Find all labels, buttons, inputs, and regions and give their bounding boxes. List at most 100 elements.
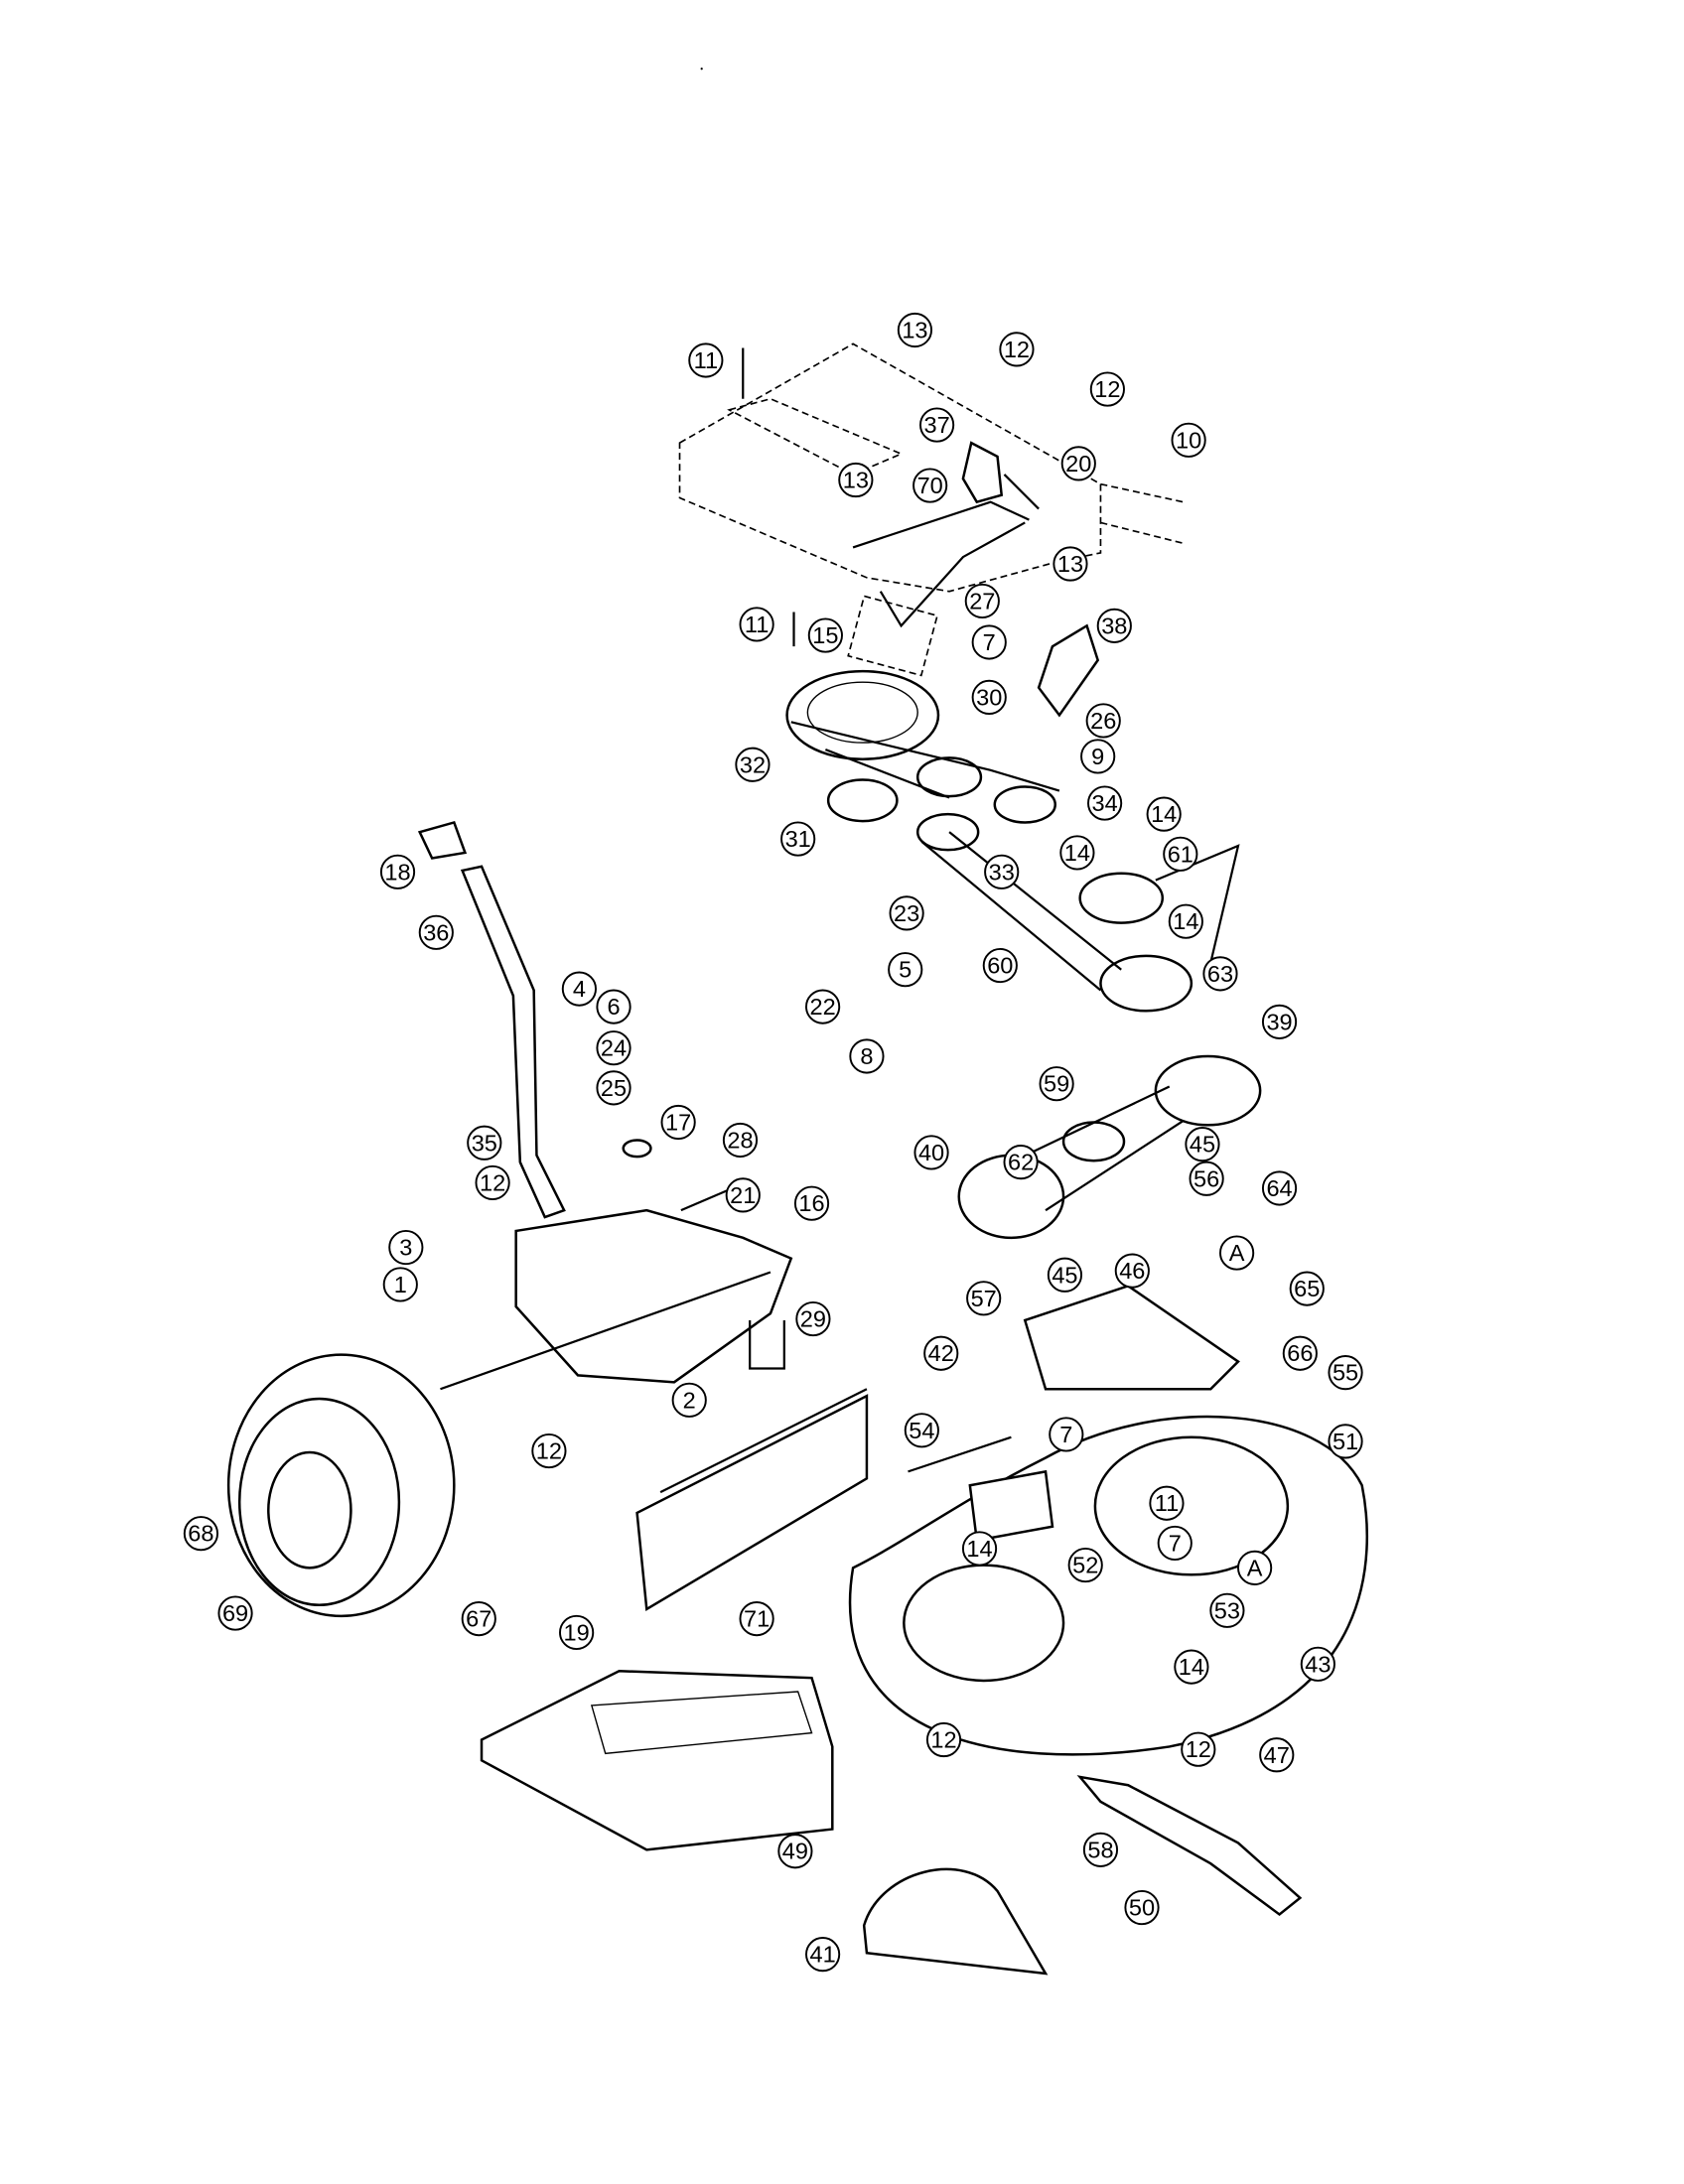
callout-label: 14 bbox=[1151, 801, 1177, 827]
callout-circle bbox=[688, 342, 724, 378]
callout-label: 62 bbox=[1008, 1150, 1034, 1175]
callout-60: 60 bbox=[982, 947, 1018, 984]
callout-57: 57 bbox=[966, 1281, 1002, 1316]
callout-1: 1 bbox=[382, 1267, 418, 1302]
callout-37: 37 bbox=[918, 407, 955, 443]
callout-label: 12 bbox=[1094, 376, 1120, 402]
callout-34: 34 bbox=[1087, 785, 1123, 821]
callout-circle bbox=[1157, 1525, 1193, 1562]
callout-label: 10 bbox=[1176, 427, 1201, 453]
callout-circle bbox=[1181, 1731, 1216, 1767]
callout-64: 64 bbox=[1261, 1170, 1298, 1206]
callout-circle bbox=[1163, 836, 1198, 872]
callout-circle bbox=[966, 1281, 1002, 1316]
control-arm bbox=[417, 820, 566, 1219]
callout-label: 64 bbox=[1266, 1175, 1292, 1201]
callout-28: 28 bbox=[722, 1122, 759, 1159]
callout-label: 70 bbox=[917, 473, 943, 498]
callout-69: 69 bbox=[217, 1595, 253, 1631]
callout-label: 26 bbox=[1090, 708, 1116, 734]
callout-label: 14 bbox=[966, 1536, 992, 1562]
callout-circle bbox=[805, 989, 841, 1024]
callout-circle bbox=[1289, 1271, 1325, 1306]
callout-label: 9 bbox=[1091, 744, 1104, 769]
callout-circle bbox=[1047, 1257, 1083, 1293]
callout-circle bbox=[923, 1335, 959, 1371]
callout-circle bbox=[999, 332, 1035, 367]
callout-67: 67 bbox=[461, 1601, 496, 1637]
callout-label: 45 bbox=[1052, 1262, 1077, 1288]
callout-3: 3 bbox=[388, 1229, 424, 1266]
callout-label: 13 bbox=[1057, 551, 1083, 577]
callout-label: 11 bbox=[1155, 1490, 1179, 1516]
callout-label: 36 bbox=[423, 919, 449, 945]
callout-label: 63 bbox=[1207, 961, 1233, 987]
callout-42: 42 bbox=[923, 1335, 959, 1371]
callout-circle bbox=[1087, 785, 1123, 821]
callout-label: 42 bbox=[928, 1340, 954, 1366]
callout-label: 46 bbox=[1119, 1258, 1145, 1284]
callout-14: 14 bbox=[1059, 835, 1095, 871]
callout-label: 51 bbox=[1333, 1429, 1358, 1454]
callout-label: 12 bbox=[536, 1438, 562, 1464]
callout-21: 21 bbox=[725, 1177, 761, 1213]
mower-blade bbox=[1076, 1775, 1303, 1917]
callout-label: 39 bbox=[1266, 1009, 1292, 1034]
callout-circle bbox=[982, 947, 1018, 984]
callout-circle bbox=[1261, 1004, 1298, 1039]
callout-70: 70 bbox=[912, 468, 948, 503]
callout-58: 58 bbox=[1082, 1832, 1119, 1867]
callout-43: 43 bbox=[1300, 1646, 1335, 1682]
callout-label: 30 bbox=[976, 684, 1002, 710]
callout-circle bbox=[918, 407, 955, 443]
callout-49: 49 bbox=[777, 1834, 813, 1869]
callout-label: 24 bbox=[601, 1035, 627, 1061]
callout-circle bbox=[805, 1937, 841, 1973]
callout-label: A bbox=[1247, 1555, 1263, 1580]
callout-14: 14 bbox=[961, 1531, 998, 1567]
callout-circle bbox=[913, 1135, 949, 1170]
callout-12: 12 bbox=[925, 1721, 962, 1758]
callout-circle bbox=[984, 854, 1020, 889]
callout-circle bbox=[889, 895, 924, 931]
callout-label: 23 bbox=[894, 900, 919, 926]
callout-label: 11 bbox=[694, 347, 718, 373]
callout-label: 1 bbox=[394, 1272, 407, 1297]
callout-label: 7 bbox=[1169, 1530, 1182, 1556]
callout-circle bbox=[531, 1433, 567, 1469]
mower-deck bbox=[848, 1284, 1368, 1756]
callout-label: 12 bbox=[1186, 1736, 1211, 1762]
callout-30: 30 bbox=[971, 679, 1007, 715]
callout-label: 52 bbox=[1072, 1553, 1098, 1578]
callout-circle bbox=[1089, 371, 1125, 407]
callout-circle bbox=[1085, 703, 1121, 739]
callout-47: 47 bbox=[1259, 1737, 1295, 1773]
callout-circle bbox=[1237, 1550, 1273, 1585]
callout-circle bbox=[1282, 1335, 1318, 1371]
callout-59: 59 bbox=[1039, 1066, 1074, 1102]
callout-circle bbox=[777, 1834, 813, 1869]
callout-52: 52 bbox=[1067, 1547, 1103, 1583]
callout-label: 69 bbox=[222, 1600, 248, 1626]
callout-circle bbox=[596, 1070, 632, 1106]
transaxle bbox=[440, 1139, 793, 1391]
callout-2: 2 bbox=[671, 1382, 707, 1418]
callout-label: 27 bbox=[969, 588, 995, 614]
callout-56: 56 bbox=[1189, 1160, 1224, 1196]
callout-45: 45 bbox=[1047, 1257, 1083, 1293]
callout-circle bbox=[961, 1531, 998, 1567]
callout-label: 71 bbox=[744, 1606, 770, 1632]
callout-label: 20 bbox=[1065, 451, 1091, 477]
callout-label: 3 bbox=[399, 1235, 412, 1261]
callout-label: 12 bbox=[480, 1169, 505, 1195]
callout-circle bbox=[925, 1721, 962, 1758]
callout-circle bbox=[780, 821, 816, 857]
callout-label: 13 bbox=[843, 468, 869, 493]
callout-label: 57 bbox=[971, 1286, 997, 1311]
callout-circle bbox=[561, 971, 597, 1007]
callout-7: 7 bbox=[1157, 1525, 1193, 1562]
callout-circle bbox=[1328, 1355, 1363, 1391]
callout-6: 6 bbox=[596, 989, 632, 1024]
callout-circle bbox=[461, 1601, 496, 1637]
